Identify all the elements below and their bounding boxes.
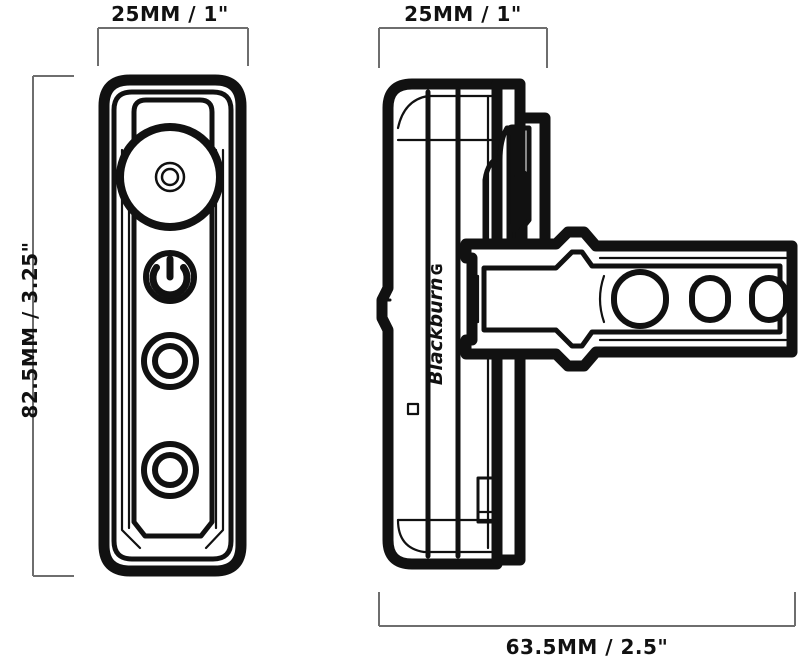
dimension-label-left: 82.5MM / 3.25" xyxy=(18,241,42,419)
side-view-top-curve xyxy=(396,94,494,130)
indicator-button-2[interactable] xyxy=(141,441,199,499)
front-view-bezel-panel xyxy=(131,97,215,539)
dimension-bracket-top-left xyxy=(97,27,249,66)
dimension-bracket-bottom xyxy=(378,592,796,627)
power-button[interactable] xyxy=(143,250,197,304)
brand-flame-mark: ɢ xyxy=(423,262,447,276)
brand-logo: Blackburnɢ xyxy=(423,244,447,404)
side-view-bottom-curve xyxy=(396,518,494,554)
lens-center-ring-inner xyxy=(160,167,180,187)
dimension-bracket-left xyxy=(32,75,74,577)
power-icon xyxy=(149,264,191,299)
indicator-button-1[interactable] xyxy=(141,332,199,390)
mount-hole-3 xyxy=(749,275,789,323)
dimension-label-top-left: 25MM / 1" xyxy=(111,2,229,26)
dimension-label-bottom: 63.5MM / 2.5" xyxy=(505,635,669,659)
brand-name: Blackburn xyxy=(425,277,447,386)
front-view-secondary-outline xyxy=(111,89,234,562)
side-view-body-outline xyxy=(376,78,503,570)
side-view-port-detail xyxy=(476,476,499,524)
mount-hole-2 xyxy=(689,275,731,323)
front-view-edge-line-right-1 xyxy=(204,148,225,550)
side-view-logo-notch xyxy=(406,402,420,416)
dimension-label-top-right: 25MM / 1" xyxy=(404,2,522,26)
mount-neck-line xyxy=(470,274,480,324)
dimension-bracket-top-right xyxy=(378,27,548,68)
mount-hole-surround xyxy=(598,274,606,324)
mount-inner-contour xyxy=(481,249,783,349)
mount-hole-1 xyxy=(611,269,669,329)
front-view-edge-line-left-1 xyxy=(120,148,142,550)
